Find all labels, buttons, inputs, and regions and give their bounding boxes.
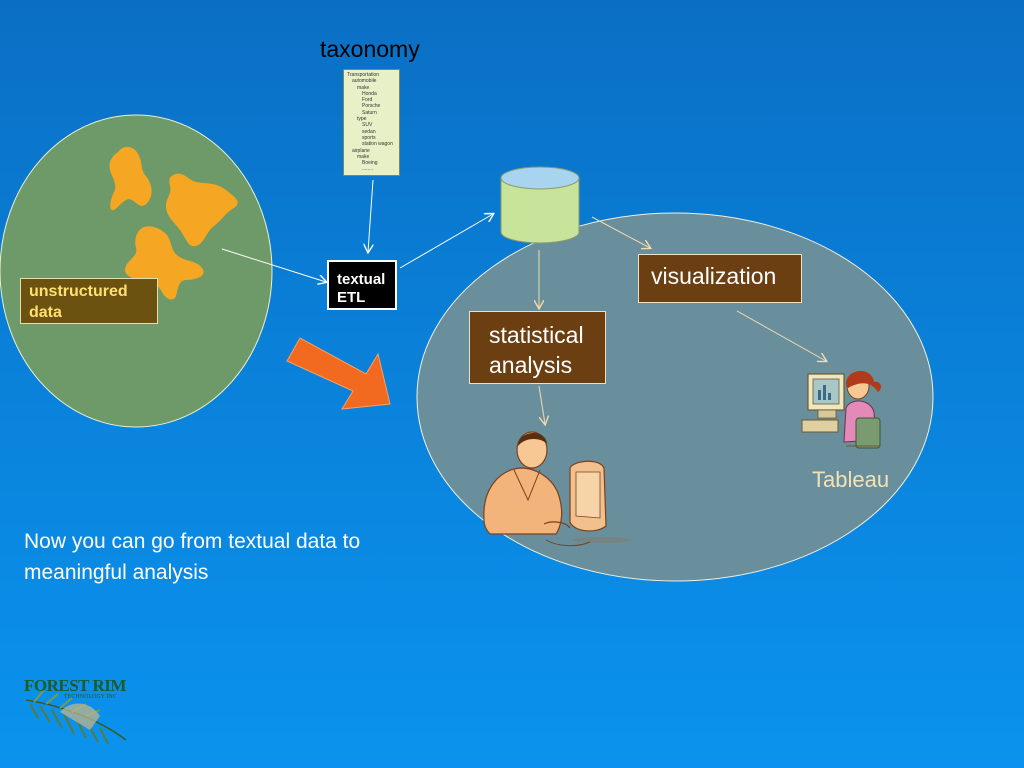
taxonomy-line: ........	[362, 166, 374, 173]
tableau-label: Tableau	[812, 467, 890, 492]
unstructured-data-box: unstructured data	[20, 278, 158, 324]
connector-statistical-to-analyst	[538, 385, 545, 424]
taxonomy-line: automobile	[352, 78, 377, 85]
statistical-analysis-box: statistical analysis	[469, 311, 606, 384]
connector-blob-to-etl	[221, 248, 326, 282]
taxonomy-line: Ford	[362, 97, 373, 104]
caption-line2: meaningful analysis	[24, 561, 209, 584]
statistical-label-line1: statistical	[489, 322, 584, 348]
taxonomy-line: airplane	[352, 147, 370, 154]
taxonomy-title: taxonomy	[320, 36, 420, 62]
textual-etl-box: textual ETL	[327, 260, 397, 310]
tableau-user-icon	[801, 370, 881, 449]
taxonomy-line: make	[357, 84, 370, 91]
connector-etl-to-db	[399, 214, 493, 269]
connector-db-to-visualization	[591, 216, 650, 248]
taxonomy-line: station wagon	[362, 141, 393, 148]
taxonomy-line: SUV	[362, 122, 373, 129]
logo-subtitle: TECHNOLOGY INC	[64, 694, 117, 700]
taxonomy-line: Transportation	[347, 72, 380, 78]
taxonomy-line: type	[357, 116, 367, 123]
taxonomy-line: Honda	[362, 90, 377, 97]
visualization-box: visualization	[638, 254, 802, 303]
unstructured-label-line2: data	[29, 304, 62, 321]
database-icon	[500, 166, 580, 244]
visualization-label: visualization	[651, 263, 777, 289]
taxonomy-line: Saturn	[362, 109, 377, 116]
taxonomy-line: Boeing	[362, 160, 378, 167]
caption-line1: Now you can go from textual data to	[24, 530, 361, 553]
big-arrow	[286, 337, 391, 410]
connector-visualization-to-tableau	[736, 310, 826, 361]
statistical-label-line2: analysis	[489, 352, 573, 378]
etl-label-line1: textual	[337, 271, 386, 288]
caption: Now you can go from textual data to mean…	[24, 526, 494, 588]
logo-title: FOREST RIM	[24, 676, 126, 695]
taxonomy-line: sports	[362, 134, 376, 141]
data-blob	[109, 146, 152, 211]
logo-fern-icon	[25, 689, 127, 745]
taxonomy-line: make	[357, 153, 370, 160]
analyst-person-icon	[483, 431, 632, 547]
data-blob	[124, 226, 204, 300]
data-blob	[166, 173, 238, 247]
unstructured-label-line1: unstructured	[29, 283, 128, 300]
connector-taxonomy-to-etl	[368, 179, 373, 252]
etl-label-line2: ETL	[337, 289, 366, 306]
taxonomy-line: sedan	[362, 128, 376, 135]
taxonomy-line: Porsche	[362, 103, 381, 110]
